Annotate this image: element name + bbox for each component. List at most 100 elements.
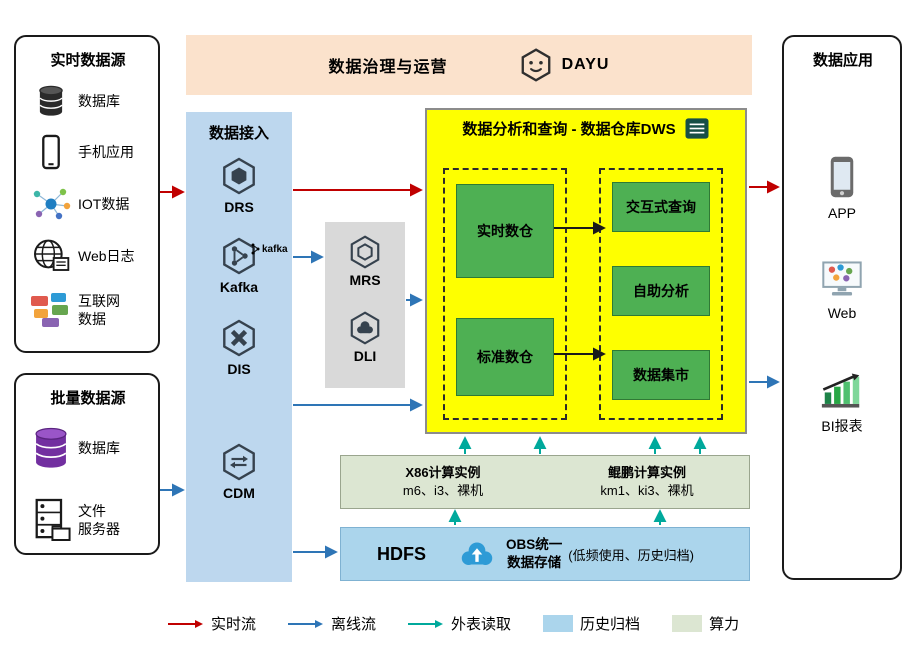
governance-banner: 数据治理与运营 DAYU: [186, 35, 752, 95]
cdm-icon: [223, 443, 255, 481]
dis-icon: [223, 319, 255, 357]
x86-title: X86计算实例: [405, 465, 481, 481]
x86-specs: m6、i3、裸机: [402, 483, 484, 498]
service-dis: DIS: [186, 318, 292, 377]
legend-label: 实时流: [211, 616, 257, 633]
kafka-glyph-icon: [251, 243, 260, 255]
drs-icon: [223, 157, 255, 195]
legend-item-compute: 算力: [672, 613, 739, 634]
hdfs-label: HDFS: [377, 543, 426, 564]
app-item-label: BI报表: [821, 418, 863, 434]
kunpeng-specs: km1、ki3、裸机: [600, 483, 694, 498]
legend-item-archive: 历史归档: [543, 613, 640, 634]
archive-swatch-icon: [543, 615, 574, 632]
data-apps-title: 数据应用: [812, 52, 873, 69]
service-label: MRS: [349, 272, 381, 288]
service-label: DLI: [353, 348, 377, 364]
web-log-icon: [24, 238, 78, 274]
dayu-label: DAYU: [561, 56, 610, 73]
obs-label: OBS统一 数据存储: [506, 537, 563, 570]
processing-panel: MRS DLI: [325, 222, 405, 388]
module-standard-warehouse: 标准数仓: [456, 318, 554, 396]
database-icon: [24, 84, 78, 118]
source-item-mobile: 手机应用: [24, 126, 152, 178]
kafka-wordmark: kafka: [250, 242, 288, 256]
module-realtime-warehouse: 实时数仓: [456, 184, 554, 278]
module-interactive-query: 交互式查询: [612, 182, 710, 232]
data-ingest-panel: 数据接入 DRS kafka: [186, 112, 292, 582]
legend-label: 算力: [709, 616, 740, 633]
source-item-label: 数据库: [78, 92, 120, 109]
source-item-label: 数据库: [78, 439, 120, 456]
source-item-label: 手机应用: [78, 143, 134, 160]
obs-note: (低频使用、历史归档): [568, 547, 694, 563]
source-item-database: 数据库: [24, 76, 152, 126]
source-item-label: IOT数据: [78, 195, 130, 212]
realtime-sources-title: 实时数据源: [50, 52, 126, 69]
offline-flow-arrow-icon: [288, 619, 324, 628]
legend-label: 离线流: [331, 616, 377, 633]
dws-title: 数据分析和查询 - 数据仓库DWS: [462, 121, 676, 138]
app-icon: [830, 156, 854, 198]
source-item-iot: IOT数据: [24, 178, 152, 230]
service-kafka: kafka Kafka: [186, 236, 292, 295]
app-item-label: Web: [827, 305, 857, 321]
batch-sources-title: 批量数据源: [50, 390, 126, 407]
dws-left-group: 实时数仓 标准数仓: [443, 168, 567, 420]
legend-item-offline-flow: 离线流: [288, 613, 376, 634]
warehouse-doc-icon: [685, 118, 709, 139]
service-label: Kafka: [219, 279, 259, 295]
service-drs: DRS: [186, 156, 292, 215]
phone-icon: [24, 134, 78, 170]
source-item-weblog: Web日志: [24, 230, 152, 282]
compute-panel: X86计算实例 m6、i3、裸机 鲲鹏计算实例 km1、ki3、裸机: [340, 455, 750, 509]
realtime-flow-arrow-icon: [168, 619, 203, 628]
source-item-label: 互联网 数据: [78, 292, 120, 327]
governance-banner-title: 数据治理与运营: [328, 59, 448, 76]
kunpeng-title: 鲲鹏计算实例: [607, 465, 686, 481]
app-item-label: APP: [827, 205, 856, 221]
legend-item-realtime-flow: 实时流: [168, 613, 256, 634]
database-purple-icon: [24, 426, 78, 470]
realtime-sources-panel: 实时数据源 数据库 手机应用: [14, 35, 160, 353]
service-mrs: MRS: [325, 234, 405, 288]
service-label: CDM: [223, 485, 255, 501]
mrs-icon: [350, 235, 380, 269]
source-item-batch-database: 数据库: [24, 414, 152, 482]
internet-data-icon: [24, 291, 78, 329]
batch-sources-panel: 批量数据源 数据库: [14, 373, 160, 555]
obs-cloud-icon: [461, 542, 493, 566]
file-server-icon: [24, 497, 78, 543]
legend: 实时流 离线流 外表读取 历史归档 算力: [168, 613, 739, 634]
source-item-label: 文件 服务器: [78, 502, 120, 537]
external-read-arrow-icon: [408, 619, 444, 628]
kafka-tag-label: kafka: [262, 243, 288, 255]
service-cdm: CDM: [186, 442, 292, 501]
data-ingest-title: 数据接入: [208, 125, 269, 142]
compute-kunpeng: 鲲鹏计算实例 km1、ki3、裸机: [545, 456, 749, 508]
dli-icon: [350, 311, 380, 345]
module-data-mart: 数据集市: [612, 350, 710, 400]
source-item-internet: 互联网 数据: [24, 282, 152, 338]
legend-label: 外表读取: [451, 616, 512, 633]
compute-x86: X86计算实例 m6、i3、裸机: [341, 456, 545, 508]
source-item-label: Web日志: [78, 247, 135, 264]
service-label: DRS: [224, 199, 254, 215]
dws-right-group: 交互式查询 自助分析 数据集市: [599, 168, 723, 420]
app-item-app: APP: [784, 155, 900, 221]
dws-panel: 数据分析和查询 - 数据仓库DWS 实时数仓 标准数仓 交互式查询 自助分析 数…: [425, 108, 747, 434]
data-apps-panel: 数据应用 APP Web: [782, 35, 902, 580]
storage-panel: HDFS OBS统一 数据存储 (低频使用、历史归档): [340, 527, 750, 581]
dws-title-row: 数据分析和查询 - 数据仓库DWS: [427, 110, 745, 140]
kafka-icon: [223, 237, 255, 275]
source-item-file-server: 文件 服务器: [24, 482, 152, 558]
service-dli: DLI: [325, 310, 405, 364]
web-icon: [822, 261, 862, 296]
service-label: DIS: [227, 361, 251, 377]
legend-label: 历史归档: [580, 616, 641, 633]
bi-report-icon: [821, 373, 860, 408]
dayu-logo: DAYU: [518, 47, 610, 83]
module-self-service-analysis: 自助分析: [612, 266, 710, 316]
dayu-icon: [521, 48, 550, 82]
